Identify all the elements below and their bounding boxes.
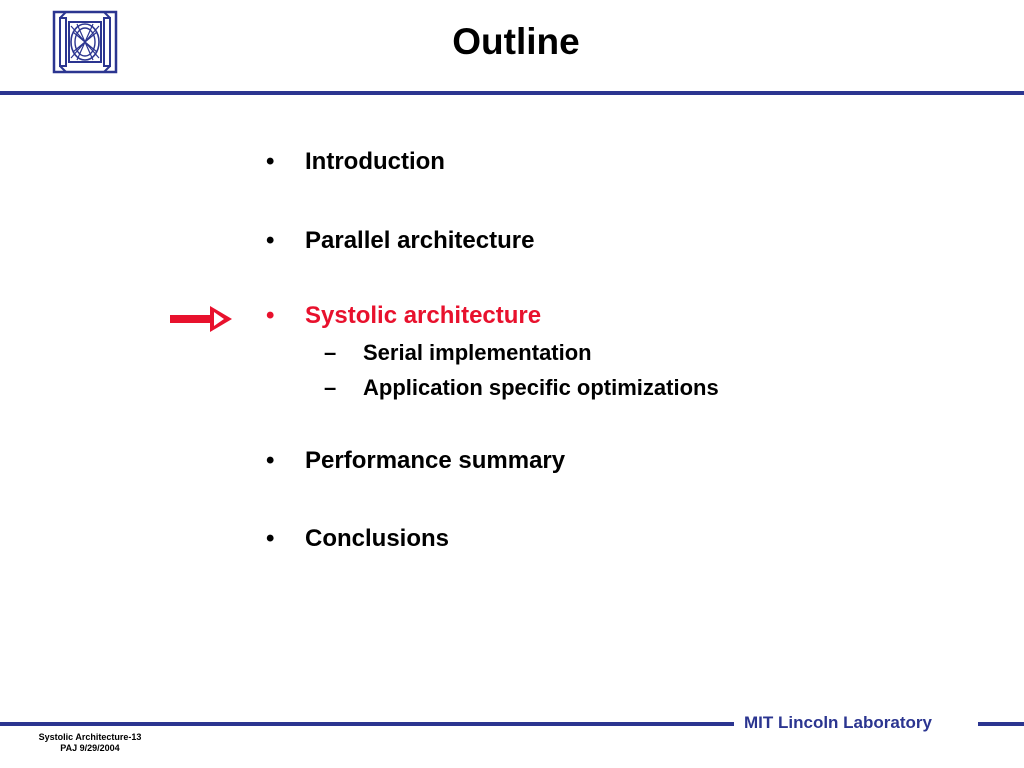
bullet-icon: • <box>266 447 275 474</box>
bullet-icon: • <box>266 148 275 175</box>
outline-item-label: Conclusions <box>305 525 450 552</box>
bullet-icon: • <box>266 302 275 329</box>
footer-divider-right <box>978 722 1024 726</box>
footer-divider-left <box>0 722 734 726</box>
outline-subitem-label: Serial implementation <box>363 340 592 365</box>
bullet-icon: • <box>266 227 275 254</box>
right-arrow-icon <box>170 306 232 332</box>
header-divider <box>0 91 1024 95</box>
mit-lincoln-lab-logo <box>52 10 118 74</box>
slide-reference: Systolic Architecture-13 <box>38 732 142 742</box>
dash-icon: – <box>324 340 337 365</box>
outline-subitem-label: Application specific optimizations <box>363 375 719 400</box>
outline-list: • Introduction • Parallel architecture • Sy… <box>266 147 719 554</box>
author-date: PAJ 9/29/2004 <box>60 743 120 753</box>
slide-title: Outline <box>452 21 580 62</box>
footer-slide-info: Systolic Architecture-13 PAJ 9/29/2004 <box>28 732 152 754</box>
outline-item-label: Performance summary <box>305 447 566 474</box>
outline-item-label: Introduction <box>305 148 445 175</box>
outline-item-label: Parallel architecture <box>305 227 535 254</box>
outline-item-parallel-architecture: • Parallel architecture <box>266 226 534 256</box>
bullet-icon: • <box>266 525 275 552</box>
outline-item-performance-summary: • Performance summary <box>266 446 565 476</box>
lab-name: MIT Lincoln Laboratory <box>744 713 932 732</box>
outline-subitem-serial-implementation: – Serial implementation <box>324 339 592 367</box>
outline-subitem-application-optimizations: – Application specific optimizations <box>324 374 719 402</box>
dash-icon: – <box>324 375 337 400</box>
outline-item-introduction: • Introduction <box>266 147 445 177</box>
outline-item-systolic-architecture: • Systolic architecture <box>266 301 541 331</box>
outline-item-label: Systolic architecture <box>305 302 542 329</box>
outline-item-conclusions: • Conclusions <box>266 524 449 554</box>
